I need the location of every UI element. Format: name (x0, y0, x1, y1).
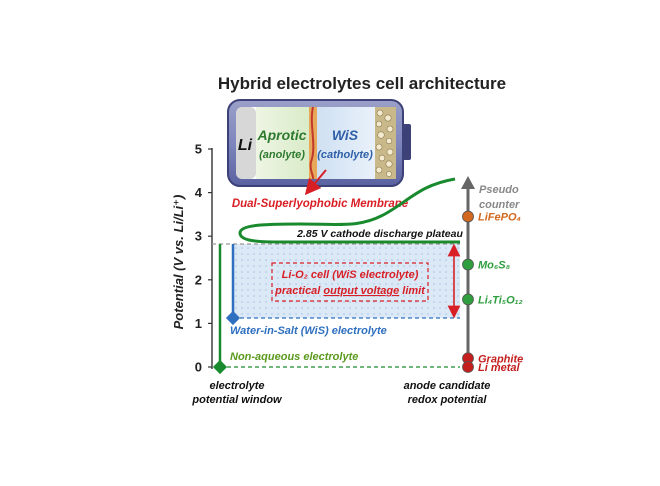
wis-marker (225, 310, 241, 326)
membrane-label: Dual-Superlyophobic Membrane (232, 198, 409, 210)
li-label: Li (238, 137, 253, 154)
y-tick-label: 3 (195, 229, 202, 244)
material-label: Graphite (478, 353, 523, 365)
material-dot (462, 258, 474, 271)
plateau-label: 2.85 V cathode discharge plateau (296, 228, 463, 240)
anode-candidate-line2: redox potential (408, 394, 488, 406)
output-limit-line2: practical output voltage limit (274, 285, 426, 297)
nonaqueous-electrolyte-label: Non-aqueous electrolyte (230, 351, 358, 363)
material-dot (462, 361, 474, 373)
wis-label: WiS (332, 127, 359, 143)
material-dot (462, 210, 474, 223)
anode-axis-arrowhead (461, 176, 475, 189)
figure-title: Hybrid electrolytes cell architecture (218, 74, 506, 93)
material-label: Li metal (478, 362, 521, 374)
material-label: Li₄Ti₅O₁₂ (478, 294, 523, 306)
output-limit-line1: Li-O₂ cell (WiS electrolyte) (282, 269, 419, 281)
cathode-discharge-curve (238, 177, 460, 244)
aprotic-label: Aprotic (257, 127, 307, 143)
material-dot (462, 293, 474, 306)
nonaqueous-marker (212, 359, 228, 375)
y-tick-label: 4 (195, 185, 203, 200)
y-tick-label: 5 (195, 142, 202, 157)
y-tick-label: 1 (195, 316, 202, 331)
membrane-pointer-arrow (304, 169, 327, 196)
y-axis-ticks: 0 1 2 3 4 5 (195, 142, 212, 375)
material-label: Mo₆S₈ (478, 260, 511, 272)
counter-label: counter (479, 199, 520, 211)
wis-electrolyte-label: Water-in-Salt (WiS) electrolyte (230, 325, 387, 337)
anode-candidate-line1: anode candidate (404, 380, 491, 392)
electrolyte-window-line1: electrolyte (209, 380, 264, 392)
y-tick-label: 0 (195, 360, 202, 375)
y-axis: 0 1 2 3 4 5 Potential (V vs. Li/Li⁺) (171, 142, 213, 375)
material-label: LiFePO₄ (478, 212, 521, 224)
y-tick-label: 2 (195, 272, 202, 287)
wis-window-shading (234, 244, 460, 318)
electrolyte-window-line2: potential window (191, 394, 283, 406)
y-axis-label: Potential (V vs. Li/Li⁺) (171, 195, 186, 330)
anolyte-label: (anolyte) (259, 149, 305, 161)
pseudo-label: Pseudo (479, 184, 519, 196)
output-limit-box (271, 262, 429, 302)
catholyte-label: (catholyte) (317, 149, 373, 161)
battery-illustration: Li Aprotic (anolyte) WiS (catholyte) (227, 99, 411, 187)
